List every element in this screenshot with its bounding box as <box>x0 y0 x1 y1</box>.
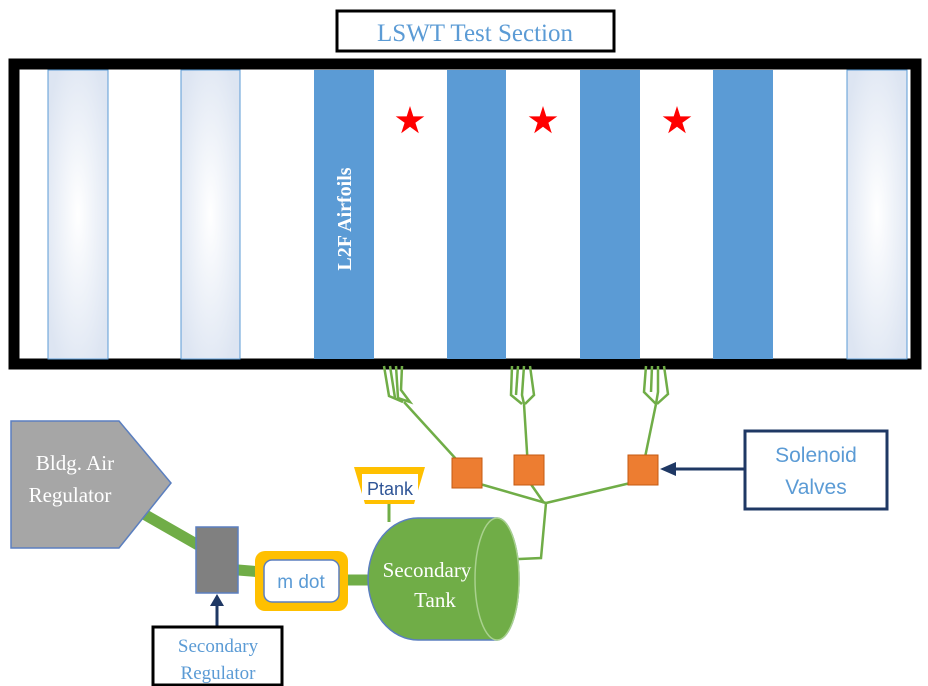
solenoid-valve-1 <box>451 457 483 489</box>
ptank-gauge: Ptank <box>354 467 425 504</box>
secondary-regulator-line1: Secondary <box>178 636 259 657</box>
star-marker-3 <box>662 106 692 134</box>
tank-label-line1: Secondary <box>383 558 472 582</box>
window-panel-right <box>846 69 908 360</box>
title-text: LSWT Test Section <box>377 20 573 47</box>
solenoid-label-line1: Solenoid <box>775 444 857 467</box>
secondary-regulator-label-box: Secondary Regulator <box>151 625 284 686</box>
solenoid-label-box: Solenoid Valves <box>743 429 889 511</box>
window-panel-left-1 <box>47 69 109 360</box>
airfoil-2 <box>447 70 506 359</box>
mass-flow-meter: m dot <box>255 551 348 611</box>
mdot-label: m dot <box>277 572 325 593</box>
secondary-tank: Secondary Tank <box>367 517 520 641</box>
bldg-regulator-line1: Bldg. Air <box>36 451 114 475</box>
tank-label-line2: Tank <box>414 588 456 612</box>
solenoid-valve-3 <box>627 454 659 486</box>
secondary-regulator-line2: Regulator <box>181 663 257 684</box>
solenoid-valve-2 <box>513 454 545 486</box>
secondary-regulator-arrow <box>210 594 224 626</box>
airfoil-1 <box>314 70 374 359</box>
airfoil-3 <box>580 70 640 359</box>
airfoil-label: L2F Airfoils <box>334 167 356 270</box>
window-panel-left-2 <box>180 69 241 360</box>
bldg-regulator-line2: Regulator <box>29 483 112 507</box>
star-marker-2 <box>528 106 558 134</box>
solenoid-valves <box>451 454 659 489</box>
ptank-label: Ptank <box>367 479 414 499</box>
star-marker-1 <box>395 106 425 134</box>
solenoid-arrow <box>660 462 744 476</box>
test-section: L2F Airfoils <box>8 58 922 370</box>
secondary-regulator-block <box>195 526 239 594</box>
airfoil-4 <box>713 70 773 359</box>
solenoid-label-line2: Valves <box>785 476 846 499</box>
title-box: LSWT Test Section <box>335 9 616 53</box>
bldg-air-regulator: Bldg. Air Regulator <box>10 420 172 549</box>
